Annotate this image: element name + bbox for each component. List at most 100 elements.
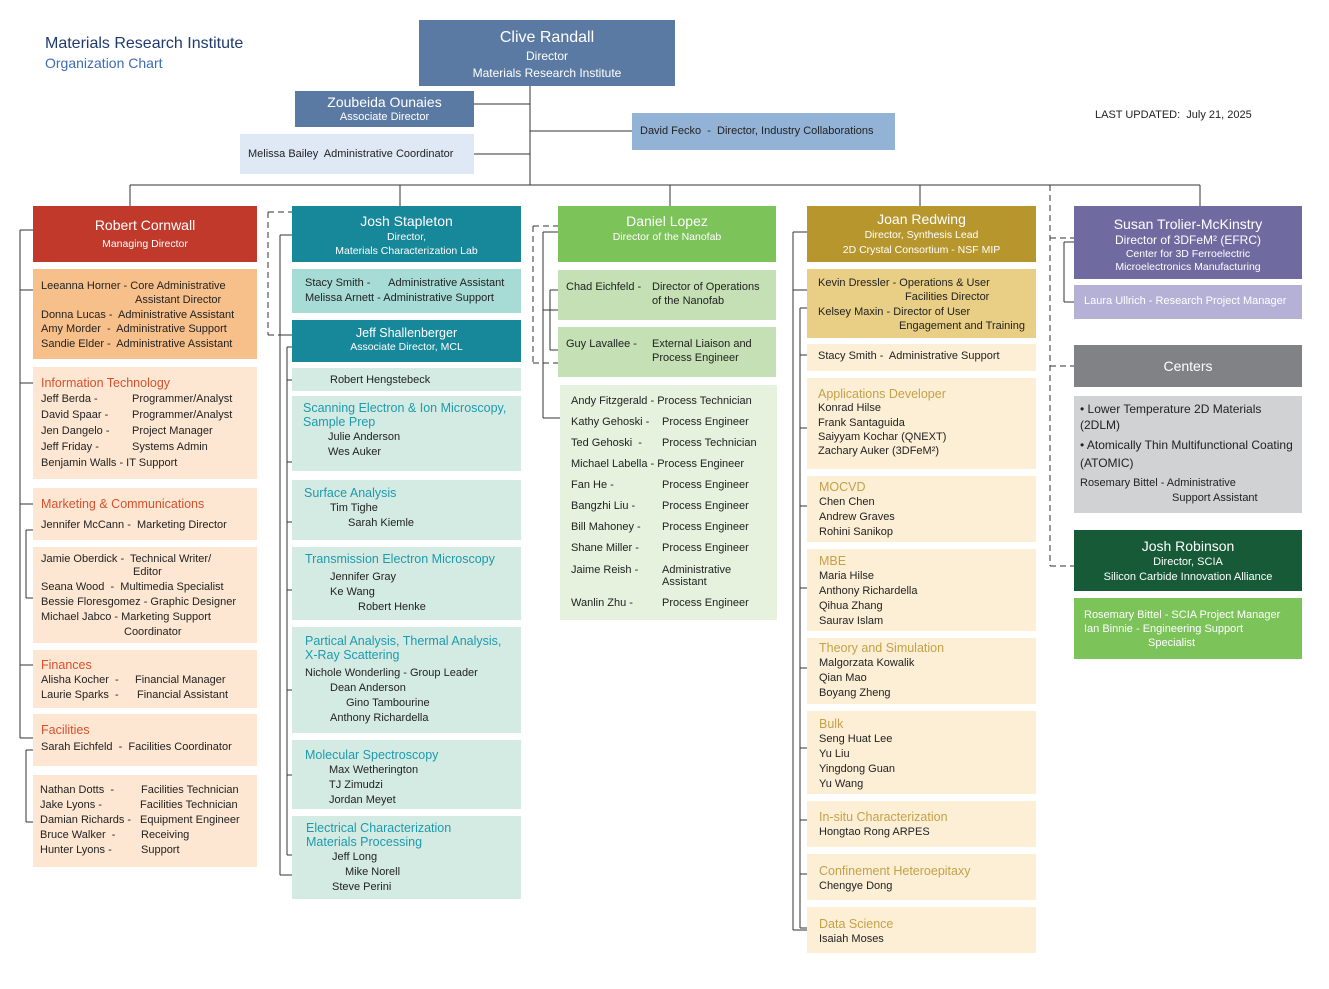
finance-name: Laurie Sparks - [41,689,119,701]
group-member: Mike Norell [345,866,401,878]
applications-box: Applications Developer Konrad Hilse Fran… [807,378,1036,469]
facilities-role: Receiving [141,829,190,841]
staff-name: Ted Gehoski - [571,437,642,449]
data-science-box: Data Science Isaiah Moses [807,907,1036,953]
group-member: Steve Perini [332,881,392,893]
group-member: Konrad Hilse [818,402,881,414]
group-title: Partical Analysis, Thermal Analysis, [305,634,502,648]
susan-org: Center for 3D Ferroelectric [1125,248,1251,260]
group-member: Jeff Long [332,851,378,863]
group-member: TJ Zimudzi [329,779,383,791]
staff-line: Melissa Arnett - Administrative Support [305,292,494,304]
industry-box: David Fecko - Director, Industry Collabo… [632,113,895,150]
it-role: Project Manager [132,425,213,437]
shallenberger-name: Jeff Shallenberger [355,326,458,340]
group-title: Bulk [819,717,844,731]
facilities-role: Equipment Engineer [140,814,240,826]
staff-role: Process Engineer [662,500,749,512]
facilities-name: Hunter Lyons - [40,844,112,856]
group-title: Data Science [819,917,894,931]
facilities-name: Bruce Walker - [40,829,116,841]
center-line: (ATOMIC) [1080,456,1134,470]
marketing-director: Jennifer McCann - Marketing Director [41,519,227,531]
stapleton-name: Josh Stapleton [360,213,453,229]
director-role: Director [525,49,568,63]
marketing-staff-box: Jamie Oberdick - Technical Writer/ Edito… [33,547,257,643]
robinson-staff-box: Rosemary Bittel - SCIA Project Manager I… [1074,598,1302,659]
chad-role: of the Nanofab [652,295,725,307]
director-name: Clive Randall [499,29,595,46]
shallenberger-box: Jeff Shallenberger Associate Director, M… [292,320,521,362]
group-title: Molecular Spectroscopy [305,748,439,762]
staff-line: Assistant Director [135,294,222,306]
group-member: Robert Henke [358,601,426,613]
it-role: Programmer/Analyst [132,409,233,421]
shallenberger-role: Associate Director, MCL [350,341,463,353]
it-title: Information Technology [41,376,171,390]
guy-role: Process Engineer [652,352,739,364]
group-member: Yu Wang [819,778,864,790]
staff-role: Process Engineer [662,479,749,491]
marketing-line: Bessie Floresgomez - Graphic Designer [41,596,237,608]
group-member: Chen Chen [819,496,875,508]
director-org: Materials Research Institute [472,66,622,80]
group-member: Wes Auker [328,446,381,458]
center-line: Support Assistant [1172,492,1258,504]
marketing-line: Michael Jabco - Marketing Support [41,611,211,623]
cornwall-name: Robert Cornwall [94,217,196,233]
associate-name: Zoubeida Ounaies [327,94,442,110]
group-member: Hongtao Rong ARPES [819,826,930,838]
centers-header-box: Centers [1074,345,1302,387]
hengstebeck: Robert Hengstebeck [330,374,431,386]
susan-name: Susan Trolier-McKinstry [1113,216,1263,232]
group-member: Saurav Islam [819,615,884,627]
mbe-box: MBE Maria Hilse Anthony Richardella Qihu… [807,549,1036,631]
admin-coordinator-box: Melissa Bailey Administrative Coordinato… [240,134,474,174]
page-subtitle: Organization Chart [45,55,163,71]
staff-role: Process Technician [662,437,757,449]
chad-role: Director of Operations [652,281,760,293]
robinson-org: Silicon Carbide Innovation Alliance [1103,571,1273,583]
group-title: X-Ray Scattering [305,648,400,662]
it-name: Jeff Friday - [41,441,99,453]
hengstebeck-box: Robert Hengstebeck [292,368,521,391]
group-member: Ke Wang [330,586,375,598]
staff-line: Leeanna Horner - Core Administrative [41,280,226,292]
group-member: Gino Tambourine [346,697,430,709]
guy-name: Guy Lavallee - [566,338,637,350]
group-member: Anthony Richardella [819,585,918,597]
marketing-line: Coordinator [124,626,182,638]
group-member: Chengye Dong [819,880,893,892]
nanofab-staff-box: Andy Fitzgerald - Process Technician Kat… [560,385,777,620]
it-name: Jen Dangelo - [41,425,110,437]
admin-coordinator: Melissa Bailey Administrative Coordinato… [248,148,454,160]
staff-line: Rosemary Bittel - SCIA Project Manager [1084,609,1281,621]
marketing-line: Seana Wood - Multimedia Specialist [41,581,224,593]
centers-box: • Lower Temperature 2D Materials (2DLM) … [1074,396,1302,513]
group-title: Sample Prep [303,415,376,429]
stapleton-box: Josh Stapleton Director, Materials Chara… [292,206,521,262]
staff-role: Process Engineer [662,542,749,554]
it-role: Programmer/Analyst [132,393,233,405]
staff-line: Sandie Elder - Administrative Assistant [41,338,233,350]
group-member: Seng Huat Lee [819,733,893,745]
group-member: Malgorzata Kowalik [819,657,915,669]
group-member: Zachary Auker (3DFeM²) [818,445,940,457]
laura-box: Laura Ullrich - Research Project Manager [1074,285,1302,319]
stapleton-staff-box: Stacy Smith - Administrative Assistant M… [292,269,521,313]
page-title: Materials Research Institute [45,35,244,52]
robinson-name: Josh Robinson [1141,538,1235,554]
staff-line: Specialist [1148,637,1196,649]
group-member: Isaiah Moses [819,933,884,945]
group-member: Yu Liu [819,748,850,760]
electrical-box: Electrical Characterization Materials Pr… [292,816,521,899]
staff-line: Amy Morder - Administrative Support [41,323,227,335]
group-member: Yingdong Guan [819,763,896,775]
facilities-name: Jake Lyons - [40,799,102,811]
group-title: MOCVD [819,480,866,494]
center-line: • Lower Temperature 2D Materials [1080,402,1262,416]
associate-role: Associate Director [339,111,430,123]
group-title: Transmission Electron Microscopy [305,552,495,566]
staff-name: Kathy Gehoski - [571,416,650,428]
finance-name: Alisha Kocher - [41,674,119,686]
